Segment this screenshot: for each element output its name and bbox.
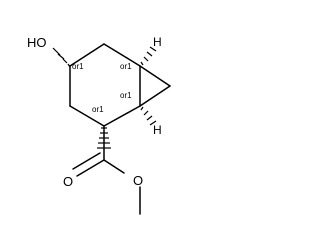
h-top-label: H: [153, 35, 162, 49]
bond-c4-c5: [103, 105, 141, 127]
bond-c5-c6: [69, 105, 105, 127]
bond-c2-c3: [103, 43, 141, 67]
stereo-label-c4: or1: [120, 91, 132, 100]
molecule-svg: HO O O H H or1 or1 or1 or1: [27, 35, 171, 215]
structure-diagram: HO O O H H or1 or1 or1 or1: [27, 35, 171, 215]
bond-carbonyl-o-1: [76, 159, 105, 177]
hash-bond-c1-oh: [52, 47, 71, 68]
hash-bond-c3-h: [140, 46, 157, 66]
carbonyl-oxygen-label: O: [63, 174, 73, 189]
hash-bond-c4-h: [140, 106, 157, 126]
hydroxyl-label: HO: [27, 35, 47, 50]
stereo-label-c3: or1: [120, 62, 132, 71]
bond-c3-c7: [139, 65, 171, 87]
bond-carbonyl-o-2: [72, 152, 101, 170]
ester-oxygen-label: O: [133, 173, 143, 188]
h-bottom-label: H: [153, 123, 162, 137]
stereo-label-c1: or1: [72, 62, 84, 71]
bond-c4-c7: [139, 85, 171, 107]
bond-c1-c2: [69, 43, 105, 67]
stereo-label-c6: or1: [92, 105, 104, 114]
bond-carbonyl-ester-o: [103, 159, 125, 174]
